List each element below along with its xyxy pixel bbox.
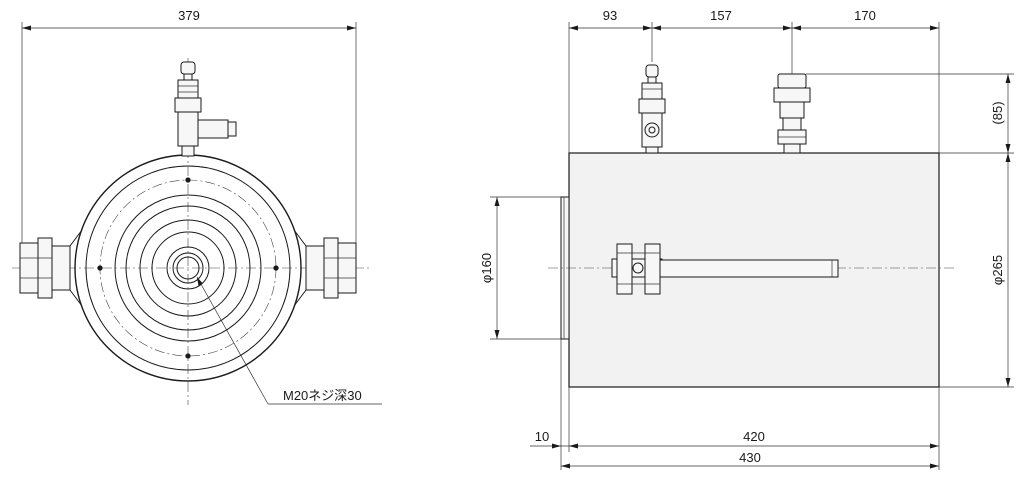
body-inner-circle: [85, 165, 291, 371]
dim-valve-spacing-label: 157: [710, 8, 732, 23]
front-view: 379 M20ネジ深30: [12, 8, 382, 405]
dim-left: [490, 196, 561, 340]
thread-outer-circle: [172, 252, 204, 284]
dim-top-chain: [568, 22, 940, 153]
thread-leader: [196, 276, 382, 405]
dim-fitting-height-label: (85): [990, 101, 1005, 124]
thread-hole: [176, 256, 200, 280]
bolt-hole-bottom: [185, 353, 191, 359]
dim-body-diameter-label: φ265: [990, 255, 1005, 285]
bolt-hole-top: [185, 177, 191, 183]
dim-overall-length-label: 430: [739, 450, 761, 465]
side-release-valve: [638, 64, 666, 154]
dim-piston-protrusion-label: 10: [535, 429, 549, 444]
thread-note: M20ネジ深30: [283, 388, 362, 403]
bolt-hole-right: [273, 265, 279, 271]
dim-bottom: [530, 339, 940, 470]
front-release-valve: [174, 61, 237, 157]
side-view: 93 157 170 (85) φ265 φ160: [479, 8, 1014, 470]
ring-3: [139, 219, 237, 317]
dim-coupler-offset-label: 170: [854, 8, 876, 23]
dim-valve-offset-label: 93: [603, 8, 617, 23]
bolt-hole-left: [97, 265, 103, 271]
dim-piston-diameter-label: φ160: [479, 253, 494, 283]
ring-1: [114, 194, 262, 342]
ring-5: [166, 246, 210, 290]
right-handle: [293, 229, 357, 307]
ring-4: [151, 231, 225, 305]
dim-right: [806, 73, 1014, 388]
dim-width-label: 379: [178, 8, 200, 23]
dim-width: [21, 22, 357, 243]
side-handle: [611, 243, 839, 295]
ring-2: [125, 205, 251, 331]
dim-body-length-label: 420: [743, 429, 765, 444]
left-handle: [19, 229, 83, 307]
side-coupler: [773, 73, 811, 154]
